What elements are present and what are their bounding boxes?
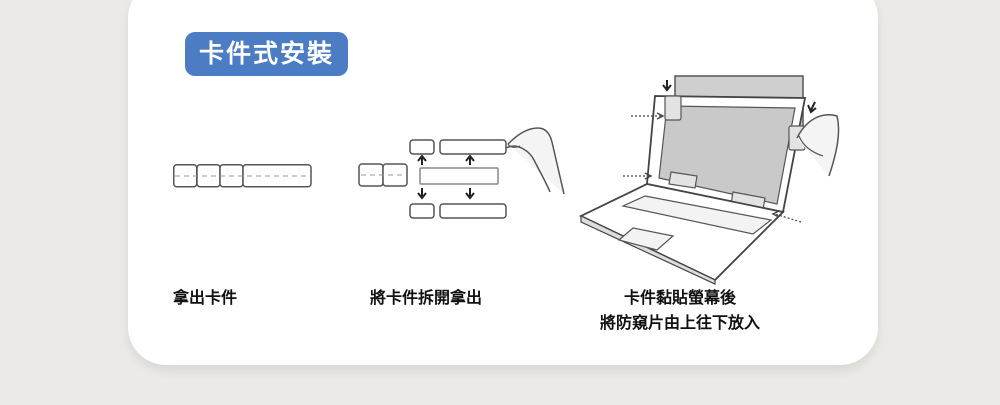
step3-caption-line2: 將防窺片由上往下放入 (599, 313, 760, 332)
step2-caption: 將卡件拆開拿出 (370, 288, 483, 307)
step1-caption: 拿出卡件 (173, 288, 238, 307)
step3-laptop-privacy-filter-illustration (578, 75, 840, 285)
step1-clip-strip-illustration (173, 164, 312, 188)
step3-caption-line1: 卡件黏貼螢幕後 (623, 288, 736, 307)
section-title-badge: 卡件式安裝 (185, 32, 349, 76)
step2-separate-clips-illustration (358, 127, 565, 219)
